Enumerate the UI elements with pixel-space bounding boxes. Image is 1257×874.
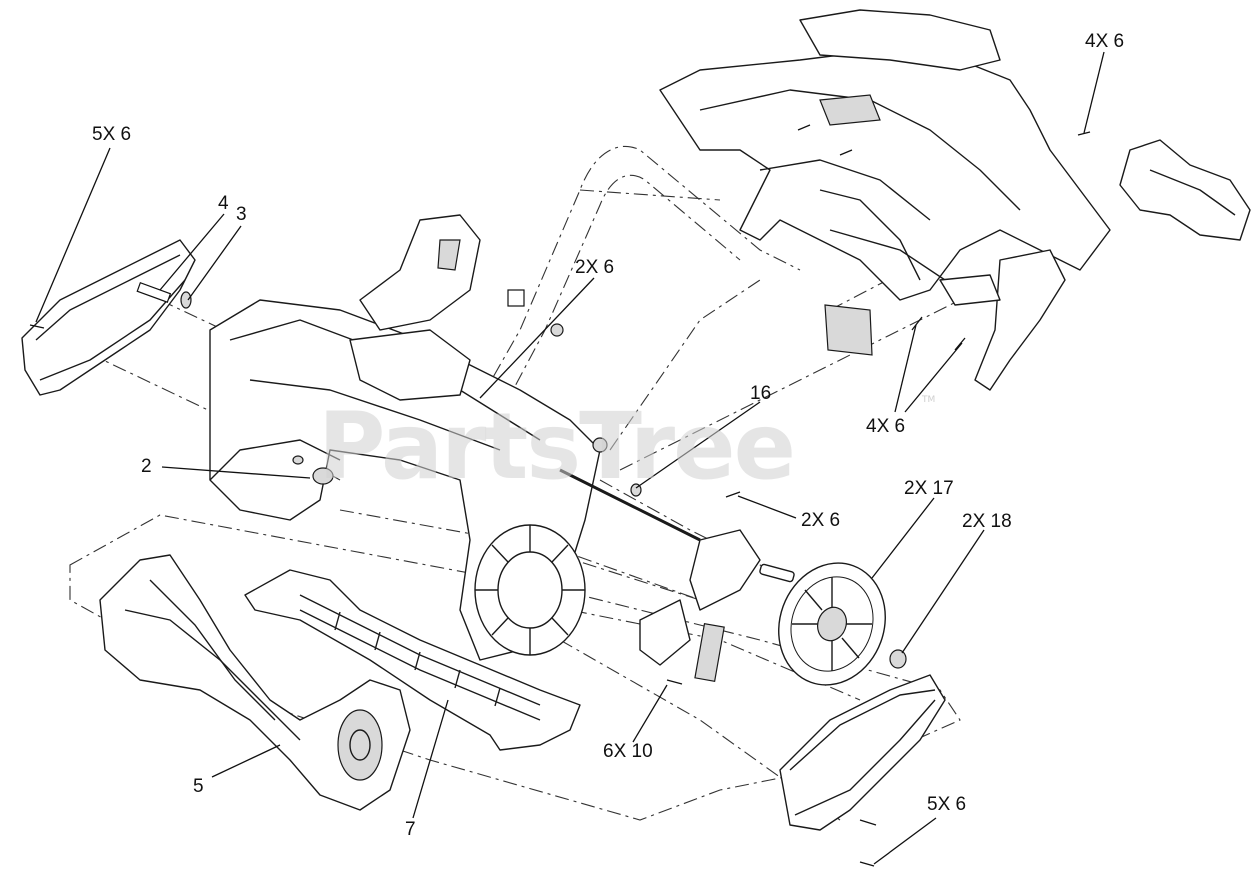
left-side-cover	[21, 239, 196, 396]
watermark-text: PartsTree	[318, 393, 794, 500]
auger-housing	[209, 214, 601, 661]
watermark-trademark: TM	[921, 395, 935, 405]
callout-16: 16	[750, 383, 771, 404]
side-plate-spokes	[475, 525, 585, 655]
callout-2x6-a: 2X 6	[575, 257, 614, 278]
callout-7: 7	[405, 819, 416, 840]
wheel-spokes	[792, 577, 872, 671]
callout-5x6-bottom: 5X 6	[927, 794, 966, 815]
leader-lines	[35, 51, 1105, 865]
callout-5x6-top: 5X 6	[92, 124, 131, 145]
right-side-cover	[779, 674, 946, 831]
callout-4x6-mid: 4X 6	[866, 416, 905, 437]
scraper-ribs	[334, 611, 501, 707]
watermark: PartsTree TM	[318, 393, 935, 500]
callout-3: 3	[236, 204, 247, 225]
callout-4: 4	[218, 193, 229, 214]
auger	[99, 554, 411, 811]
callout-4x6-top: 4X 6	[1085, 31, 1124, 52]
callout-2x18: 2X 18	[962, 511, 1012, 532]
callout-2: 2	[141, 456, 152, 477]
hardware	[29, 124, 1091, 867]
scraper-bar	[244, 569, 581, 751]
handle	[439, 145, 801, 481]
callout-2x6-b: 2X 6	[801, 510, 840, 531]
callout-labels: 5X 6 4 3 2X 6 4X 6 4X 6 16 2 2X 6 2X 17 …	[92, 31, 1124, 840]
wheel	[759, 562, 886, 686]
rear-housing	[659, 9, 1251, 391]
axle	[559, 468, 761, 682]
callout-5: 5	[193, 776, 204, 797]
callout-2x17: 2X 17	[904, 478, 954, 499]
callout-6x10: 6X 10	[603, 741, 653, 762]
wheel-nut	[889, 649, 907, 669]
